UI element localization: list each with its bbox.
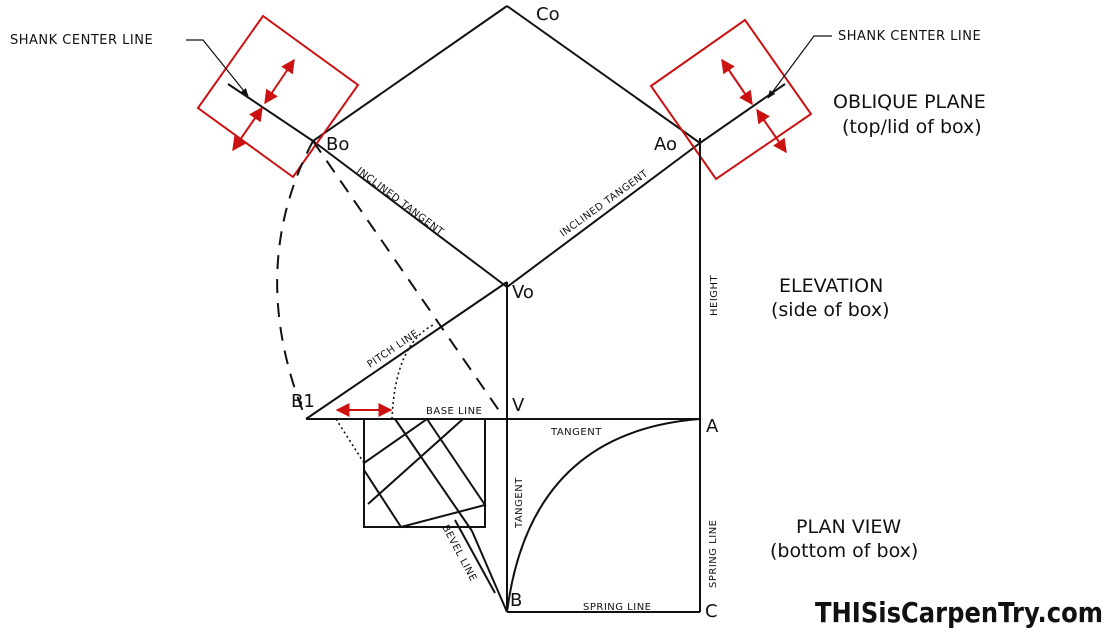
point-b-label: B [510,590,522,611]
spring-line-bottom-label: SPRING LINE [583,602,652,613]
pitch-line-label: PITCH LINE [366,328,421,370]
pitch-line [305,281,508,420]
oblique-plane-title: OBLIQUE PLANE [833,91,986,113]
inclined-tangent-right-label: INCLINED TANGENT [558,168,650,239]
height-label: HEIGHT [709,274,720,316]
shank-center-line-left-label: SHANK CENTER LINE [10,33,153,48]
left-shank-rectangle [196,14,360,179]
point-c-label: C [705,601,718,622]
shank-center-line-right-label: SHANK CENTER LINE [838,29,981,44]
shank-leader-left [186,39,249,97]
point-v-label: V [512,395,525,416]
point-a-label: A [706,416,719,437]
dashed-arc [276,140,314,420]
dashed-line-bo-v [312,140,501,413]
point-vo-label: Vo [512,282,534,303]
spring-line-right-label: SPRING LINE [708,519,719,588]
point-ao-label: Ao [654,134,677,155]
dotted-line [335,418,365,464]
oblique-plane-square [312,5,701,288]
shank-center-line-left [227,83,314,142]
elevation-subtitle: (side of box) [771,299,890,321]
shank-leader-right [767,35,832,99]
brand-logo: THISisCarpenTry.com [815,596,1103,629]
plan-view-subtitle: (bottom of box) [770,540,918,562]
dotted-arc [391,324,434,420]
tangent-top-label: TANGENT [550,427,602,438]
plan-arc [506,418,701,613]
point-b1-label: B1 [291,391,315,412]
right-shank-rectangle [649,18,813,181]
plan-view-title: PLAN VIEW [796,516,901,538]
bevel-box [363,417,508,613]
oblique-plane-subtitle: (top/lid of box) [842,116,982,138]
elevation-title: ELEVATION [779,275,883,297]
tangent-left-label: TANGENT [514,477,525,529]
point-bo-label: Bo [326,134,349,155]
base-line-label: BASE LINE [426,406,482,417]
inclined-tangent-left-label: INCLINED TANGENT [354,166,446,239]
point-co-label: Co [536,4,560,25]
